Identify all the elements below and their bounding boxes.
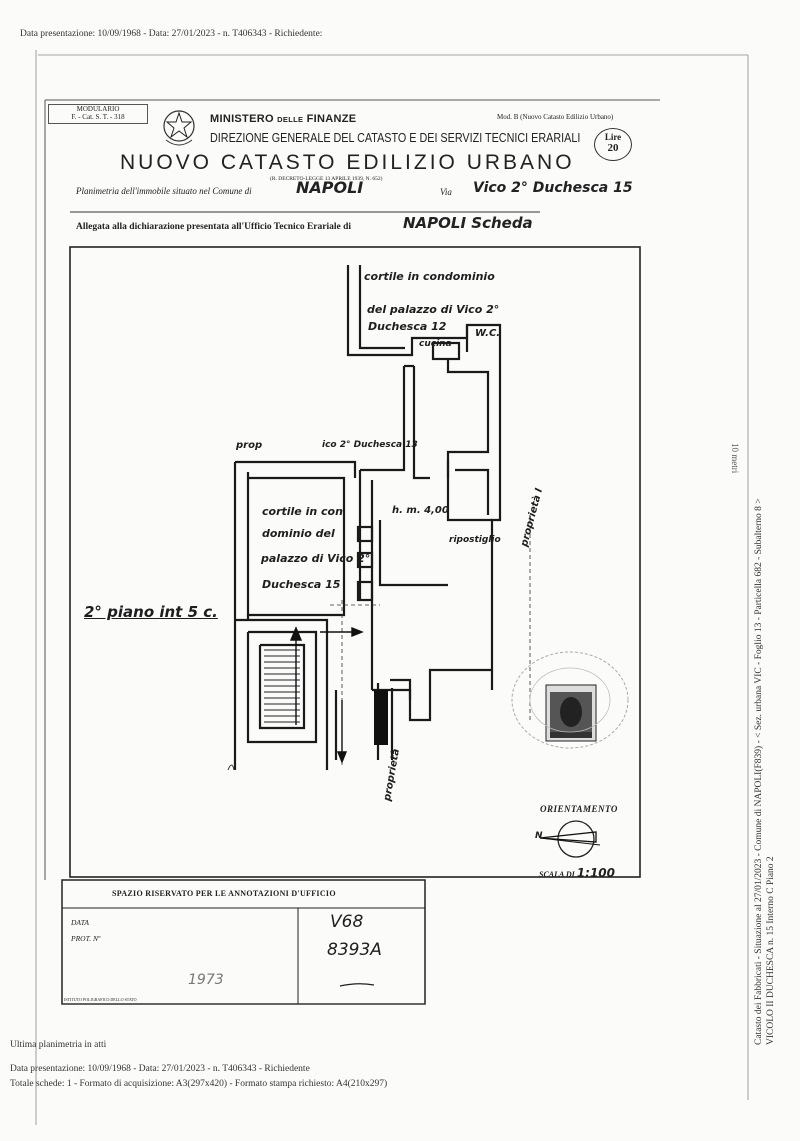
ministero-title: MINISTERO DELLE FINANZE: [210, 113, 356, 125]
north-label: N: [535, 831, 543, 841]
modulario-box: MODULARIO F. - Cat. S. T. - 318: [48, 104, 148, 124]
label-cortile-mid-4: Duchesca 15: [262, 578, 341, 591]
annotation-code-2: 8393A: [327, 940, 382, 960]
lire-value: 20: [607, 142, 619, 154]
footer-line-3: Totale schede: 1 - Formato di acquisizio…: [10, 1079, 388, 1089]
label-vico: ico 2° Duchesca 13: [322, 440, 418, 450]
comune-value: NAPOLI: [296, 178, 364, 197]
label-prop-left: prop: [236, 440, 263, 451]
ufficio-value: NAPOLI Scheda: [403, 214, 533, 232]
label-cortile-top-3: Duchesca 12: [368, 320, 447, 333]
republic-emblem-icon: [163, 110, 195, 146]
modulario-code: F. - Cat. S. T. - 318: [71, 113, 125, 121]
scale-value: 1:100: [576, 866, 615, 880]
scale-label: SCALA DI 1:100: [539, 866, 615, 880]
postmark-icon: [511, 651, 629, 749]
orientation-label: ORIENTAMENTO: [540, 804, 618, 814]
label-height: h. m. 4,00: [392, 505, 449, 516]
annotation-code-1: V68: [330, 912, 364, 932]
footer-line-1: Ultima planimetria in atti: [10, 1040, 107, 1050]
ministero-delle: DELLE: [277, 115, 304, 124]
modulario-label: MODULARIO: [76, 105, 120, 113]
label-cucina: cucina: [419, 339, 452, 349]
compass-icon: [539, 820, 601, 858]
scale-text: SCALA DI: [539, 870, 575, 879]
planimetria-label: Planimetria dell'immobile situato nel Co…: [76, 186, 252, 196]
label-ripostiglio: ripostiglio: [449, 535, 501, 545]
lire-label: Lire: [604, 132, 622, 142]
decreto-label: (R. DECRETO-LEGGE 13 APRILE 1939, N. 652…: [270, 176, 383, 182]
via-value: Vico 2° Duchesca 15: [473, 180, 633, 196]
form-title: NUOVO CATASTO EDILIZIO URBANO: [120, 151, 575, 174]
presentation-header: Data presentazione: 10/09/1968 - Data: 2…: [20, 29, 323, 39]
label-cortile-top-1: cortile in condominio: [364, 270, 495, 283]
annotation-data-label: DATA: [71, 918, 89, 927]
annotation-prot-label: PROT. Nº: [71, 934, 101, 943]
annotation-title: SPAZIO RISERVATO PER LE ANNOTAZIONI D'UF…: [112, 889, 336, 898]
side-line-1: Catasto dei Fabbricati - Situazione al 2…: [754, 498, 764, 1045]
side-mirror-text: 10 metri: [730, 443, 740, 474]
label-cortile-mid-2: dominio del: [262, 527, 335, 540]
revenue-stamp-icon: [545, 684, 597, 742]
label-piano: 2° piano int 5 c.: [84, 603, 218, 621]
ministero-finanze: FINANZE: [306, 113, 357, 125]
label-wc: W.C.: [475, 328, 501, 339]
allegata-label: Allegata alla dichiarazione presentata a…: [76, 222, 352, 232]
direzione-title: DIREZIONE GENERALE DEL CATASTO E DEI SER…: [210, 130, 581, 145]
lire-stamp: Lire 20: [594, 128, 632, 161]
footer-line-2: Data presentazione: 10/09/1968 - Data: 2…: [10, 1064, 310, 1074]
annotation-hand-note: 1973: [188, 972, 224, 988]
side-catasto-info: Catasto dei Fabbricati - Situazione al 2…: [753, 498, 777, 1045]
via-label: Via: [440, 187, 452, 197]
label-cortile-mid-1: cortile in con: [262, 505, 343, 518]
ministero-word: MINISTERO: [210, 113, 274, 125]
annotation-underline: [339, 983, 375, 987]
side-line-2: VICOLO II DUCHESCA n. 15 Interno C Piano…: [766, 856, 776, 1045]
annotation-stamp-text: ISTITUTO POLIGRAFICO DELLO STATO: [64, 997, 137, 1002]
label-cortile-top-2: del palazzo di Vico 2°: [367, 303, 500, 316]
mod-b-label: Mod. B (Nuovo Catasto Edilizio Urbano): [497, 113, 614, 121]
label-cortile-mid-3: palazzo di Vico 2°: [261, 552, 371, 565]
